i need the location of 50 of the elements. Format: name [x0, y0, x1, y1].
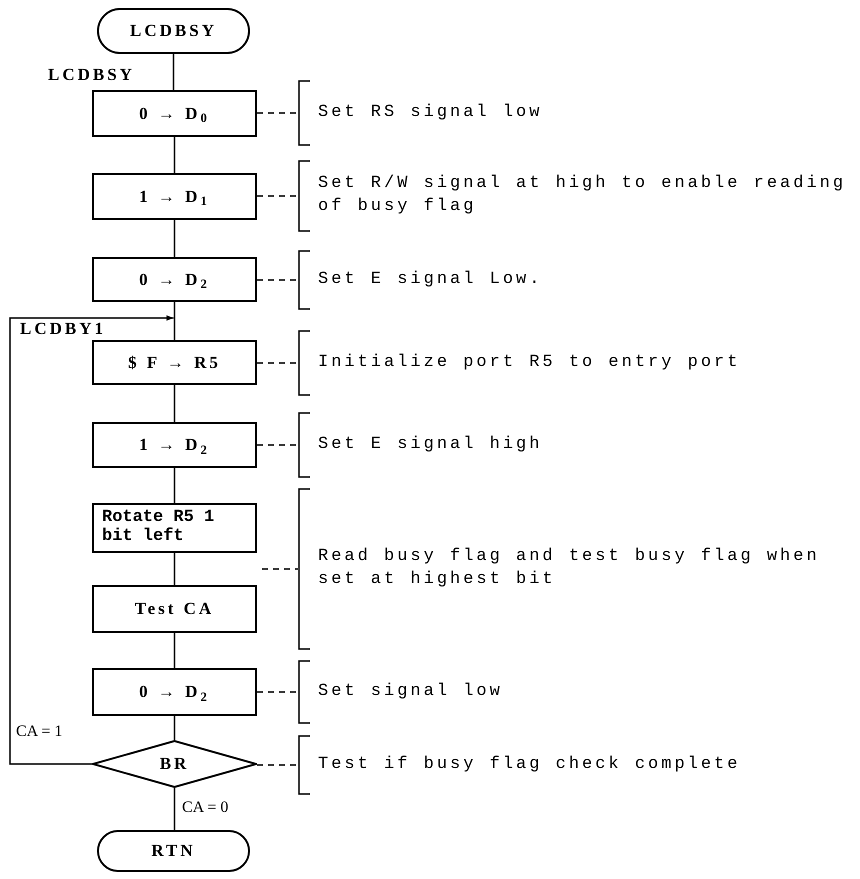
- dashed-leader-line: [257, 444, 298, 446]
- comment-text: Set RS signal low: [318, 102, 544, 124]
- flow-line: [9, 315, 174, 765]
- flow-line: [172, 54, 174, 90]
- flow-line: [174, 716, 176, 740]
- dashed-leader-line: [257, 764, 298, 766]
- comment-text: Set signal low: [318, 680, 504, 703]
- step-text: RTN: [151, 840, 196, 862]
- flow-line: [174, 385, 176, 422]
- flow-line: [174, 553, 176, 585]
- step-text: 1 → D$_{1}$: [139, 186, 210, 208]
- comment-text: Initialize port R5 to entry port: [318, 352, 742, 374]
- process-box: [92, 257, 257, 302]
- step-text: Rotate R5 1 bit left: [101, 509, 216, 547]
- process-box: [92, 503, 257, 553]
- process-box: [92, 422, 257, 468]
- process-box: [92, 585, 257, 633]
- step-text: 0 → D$_{2}$: [139, 268, 210, 290]
- step-text: Test CA: [134, 598, 214, 620]
- flow-line: [174, 220, 176, 257]
- process-box: [92, 173, 257, 220]
- terminal: [97, 8, 250, 54]
- flow-line: [174, 137, 176, 173]
- dashed-leader-line: [257, 195, 298, 197]
- flow-line: [174, 788, 176, 830]
- comment-text: Set R/W signal at high to enable reading of busy flag: [318, 173, 848, 218]
- comment-text: Set E signal Low.: [318, 268, 544, 291]
- process-box: [92, 90, 257, 137]
- flow-line: [174, 633, 176, 668]
- terminal: [97, 830, 250, 872]
- dashed-leader-line: [257, 362, 298, 364]
- flow-line: [174, 468, 176, 503]
- step-text: 0 → D$_{0}$: [139, 102, 210, 124]
- entry-label: LCDBSY: [48, 64, 135, 86]
- step-text: 1 → D$_{2}$: [139, 434, 210, 456]
- flow-line: [174, 302, 176, 340]
- step-text: $ F → R5: [128, 352, 221, 374]
- step-text: LCDBSY: [130, 20, 217, 42]
- step-text: BR: [160, 753, 190, 775]
- step-text: 0 → D$_{2}$: [139, 681, 210, 703]
- dashed-leader-line: [257, 279, 298, 281]
- process-box: [92, 340, 257, 385]
- entry-label: LCDBY1: [20, 318, 106, 340]
- comment-text: Read busy flag and test busy flag when set at highest bit: [318, 546, 821, 591]
- process-box: [92, 668, 257, 716]
- comment-text: Set E signal high: [318, 434, 544, 456]
- dashed-leader-line: [257, 112, 298, 114]
- dashed-leader-line: [262, 568, 298, 570]
- dashed-leader-line: [257, 691, 298, 693]
- comment-text: Test if busy flag check complete: [318, 754, 742, 776]
